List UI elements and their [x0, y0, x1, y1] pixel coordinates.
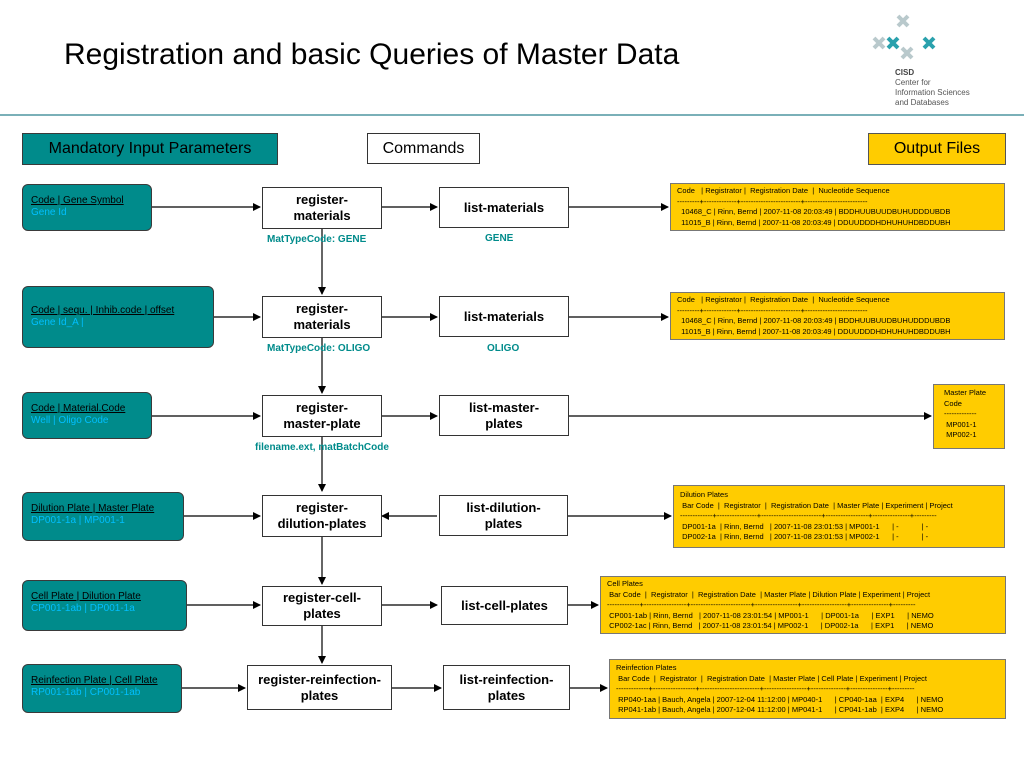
register-cell-plates-button[interactable]: register-cell-plates: [262, 586, 382, 626]
list-dilution-plates-button[interactable]: list-dilution-plates: [439, 495, 568, 536]
slide-title: Registration and basic Queries of Master…: [64, 38, 680, 71]
list-sublabel: OLIGO: [487, 343, 520, 354]
output-box-2: Code | Registrator | Registration Date |…: [670, 292, 1005, 340]
input-example: Gene Id: [31, 207, 67, 218]
list-master-plates-button[interactable]: list-master-plates: [439, 395, 569, 436]
input-example: CP001-1ab | DP001-1a: [31, 603, 135, 614]
header-commands: Commands: [367, 133, 480, 164]
list-reinfection-plates-button[interactable]: list-reinfection-plates: [443, 665, 570, 710]
output-box-1: Code | Registrator | Registration Date |…: [670, 183, 1005, 231]
list-materials-gene-button[interactable]: list-materials: [439, 187, 569, 228]
register-dilution-plates-button[interactable]: register-dilution-plates: [262, 495, 382, 537]
logo-line1: Center for: [895, 78, 931, 87]
input-example: RP001-1ab | CP001-1ab: [31, 687, 141, 698]
register-materials-oligo-button[interactable]: register-materials: [262, 296, 382, 338]
input-label: Dilution Plate | Master Plate: [31, 503, 155, 514]
output-box-6: Reinfection Plates Bar Code | Registrato…: [609, 659, 1006, 719]
cisd-logo-text: CISD Center for Information Sciences and…: [895, 68, 970, 108]
register-master-plate-button[interactable]: register-master-plate: [262, 395, 382, 437]
input-box-4: Dilution Plate | Master Plate DP001-1a |…: [22, 492, 184, 541]
input-box-2: Code | sequ. | Inhib.code | offset Gene …: [22, 286, 214, 348]
cisd-logo-icon: [872, 14, 936, 60]
input-box-5: Cell Plate | Dilution Plate CP001-1ab | …: [22, 580, 187, 631]
logo-line3: and Databases: [895, 98, 949, 107]
output-box-4: Dilution Plates Bar Code | Registrator |…: [673, 485, 1005, 548]
input-box-1: Code | Gene Symbol Gene Id: [22, 184, 152, 231]
list-materials-oligo-button[interactable]: list-materials: [439, 296, 569, 337]
input-label: Reinfection Plate | Cell Plate: [31, 675, 158, 686]
logo-name: CISD: [895, 68, 915, 77]
input-label: Cell Plate | Dilution Plate: [31, 591, 141, 602]
input-label: Code | Material.Code: [31, 403, 126, 414]
header-mandatory-input: Mandatory Input Parameters: [22, 133, 278, 165]
register-sublabel: MatTypeCode: OLIGO: [267, 343, 371, 354]
list-sublabel: GENE: [485, 233, 514, 244]
input-example: DP001-1a | MP001-1: [31, 515, 125, 526]
header-output-files: Output Files: [868, 133, 1006, 165]
input-box-6: Reinfection Plate | Cell Plate RP001-1ab…: [22, 664, 182, 713]
register-sublabel: MatTypeCode: GENE: [267, 234, 367, 245]
input-example: Gene Id_A |: [31, 317, 84, 328]
list-cell-plates-button[interactable]: list-cell-plates: [441, 586, 568, 625]
register-sublabel: filename.ext, matBatchCode: [255, 442, 389, 453]
register-reinfection-plates-button[interactable]: register-reinfection-plates: [247, 665, 392, 710]
input-example: Well | Oligo Code: [31, 415, 109, 426]
logo-line2: Information Sciences: [895, 88, 970, 97]
register-materials-gene-button[interactable]: register-materials: [262, 187, 382, 229]
title-divider: [0, 114, 1024, 116]
input-box-3: Code | Material.Code Well | Oligo Code: [22, 392, 152, 439]
input-label: Code | sequ. | Inhib.code | offset: [31, 305, 175, 316]
output-box-3: Master Plate Code ------------- MP001-1 …: [933, 384, 1005, 449]
input-label: Code | Gene Symbol: [31, 195, 124, 206]
output-box-5: Cell Plates Bar Code | Registrator | Reg…: [600, 576, 1006, 634]
